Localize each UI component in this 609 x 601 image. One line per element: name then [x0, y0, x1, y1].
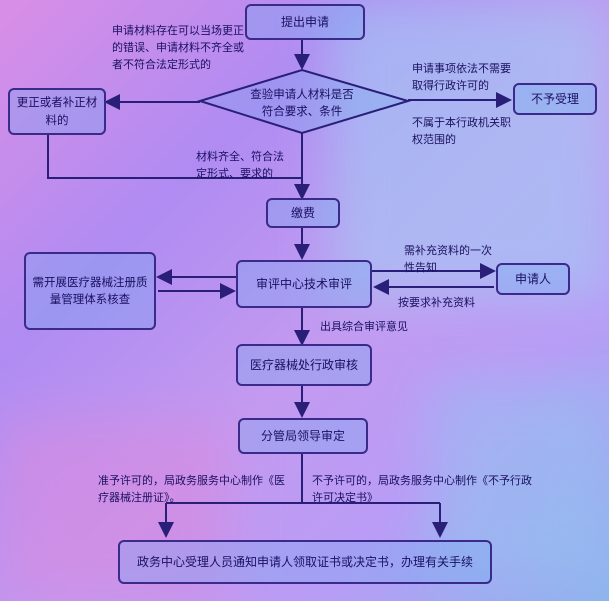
admin-review-node: 医疗器械处行政审核: [236, 344, 372, 386]
check-diamond: [196, 68, 412, 135]
label-opinion: 出具综合审评意见: [320, 320, 408, 333]
background-blob: [430, 380, 609, 580]
fee-node: 缴费: [266, 198, 340, 228]
label-complete: 材料齐全、符合法定形式、要求的: [196, 150, 284, 181]
label-approve: 准予许可的，局政务服务中心制作《医疗器械注册证》。: [98, 474, 285, 505]
label-correctable: 申请材料存在可以当场更正的错误、申请材料不齐全或者不符合法定形式的: [112, 24, 244, 72]
background-blob: [0, 420, 230, 601]
label-deny: 不予许可的，局政务服务中心制作《不予行政许可决定书》: [312, 474, 532, 505]
label-no-permit: 申请事项依法不需要取得行政许可的: [412, 62, 511, 93]
check-node: 查验申请人材料是否符合要求、条件: [250, 87, 354, 119]
reject-node: 不予受理: [513, 83, 597, 115]
submit-node: 提出申请: [245, 4, 365, 40]
background-blob: [330, 0, 609, 300]
review-node: 审评中心技术审评: [236, 260, 372, 308]
notify-node: 政务中心受理人员通知申请人领取证书或决定书，办理有关手续: [118, 540, 492, 584]
arrow-correct-to-fee: [47, 135, 302, 179]
correct-node: 更正或者补正材料的: [8, 88, 106, 135]
label-not-scope: 不属于本行政机关职权范围的: [412, 116, 511, 147]
label-supplement-notice: 需补充资料的一次性告知: [404, 244, 492, 275]
qms-check-node: 需开展医疗器械注册质量管理体系核查: [24, 252, 156, 330]
leader-node: 分管局领导审定: [238, 418, 368, 454]
applicant-node: 申请人: [496, 263, 570, 295]
label-supplement: 按要求补充资料: [398, 296, 475, 309]
